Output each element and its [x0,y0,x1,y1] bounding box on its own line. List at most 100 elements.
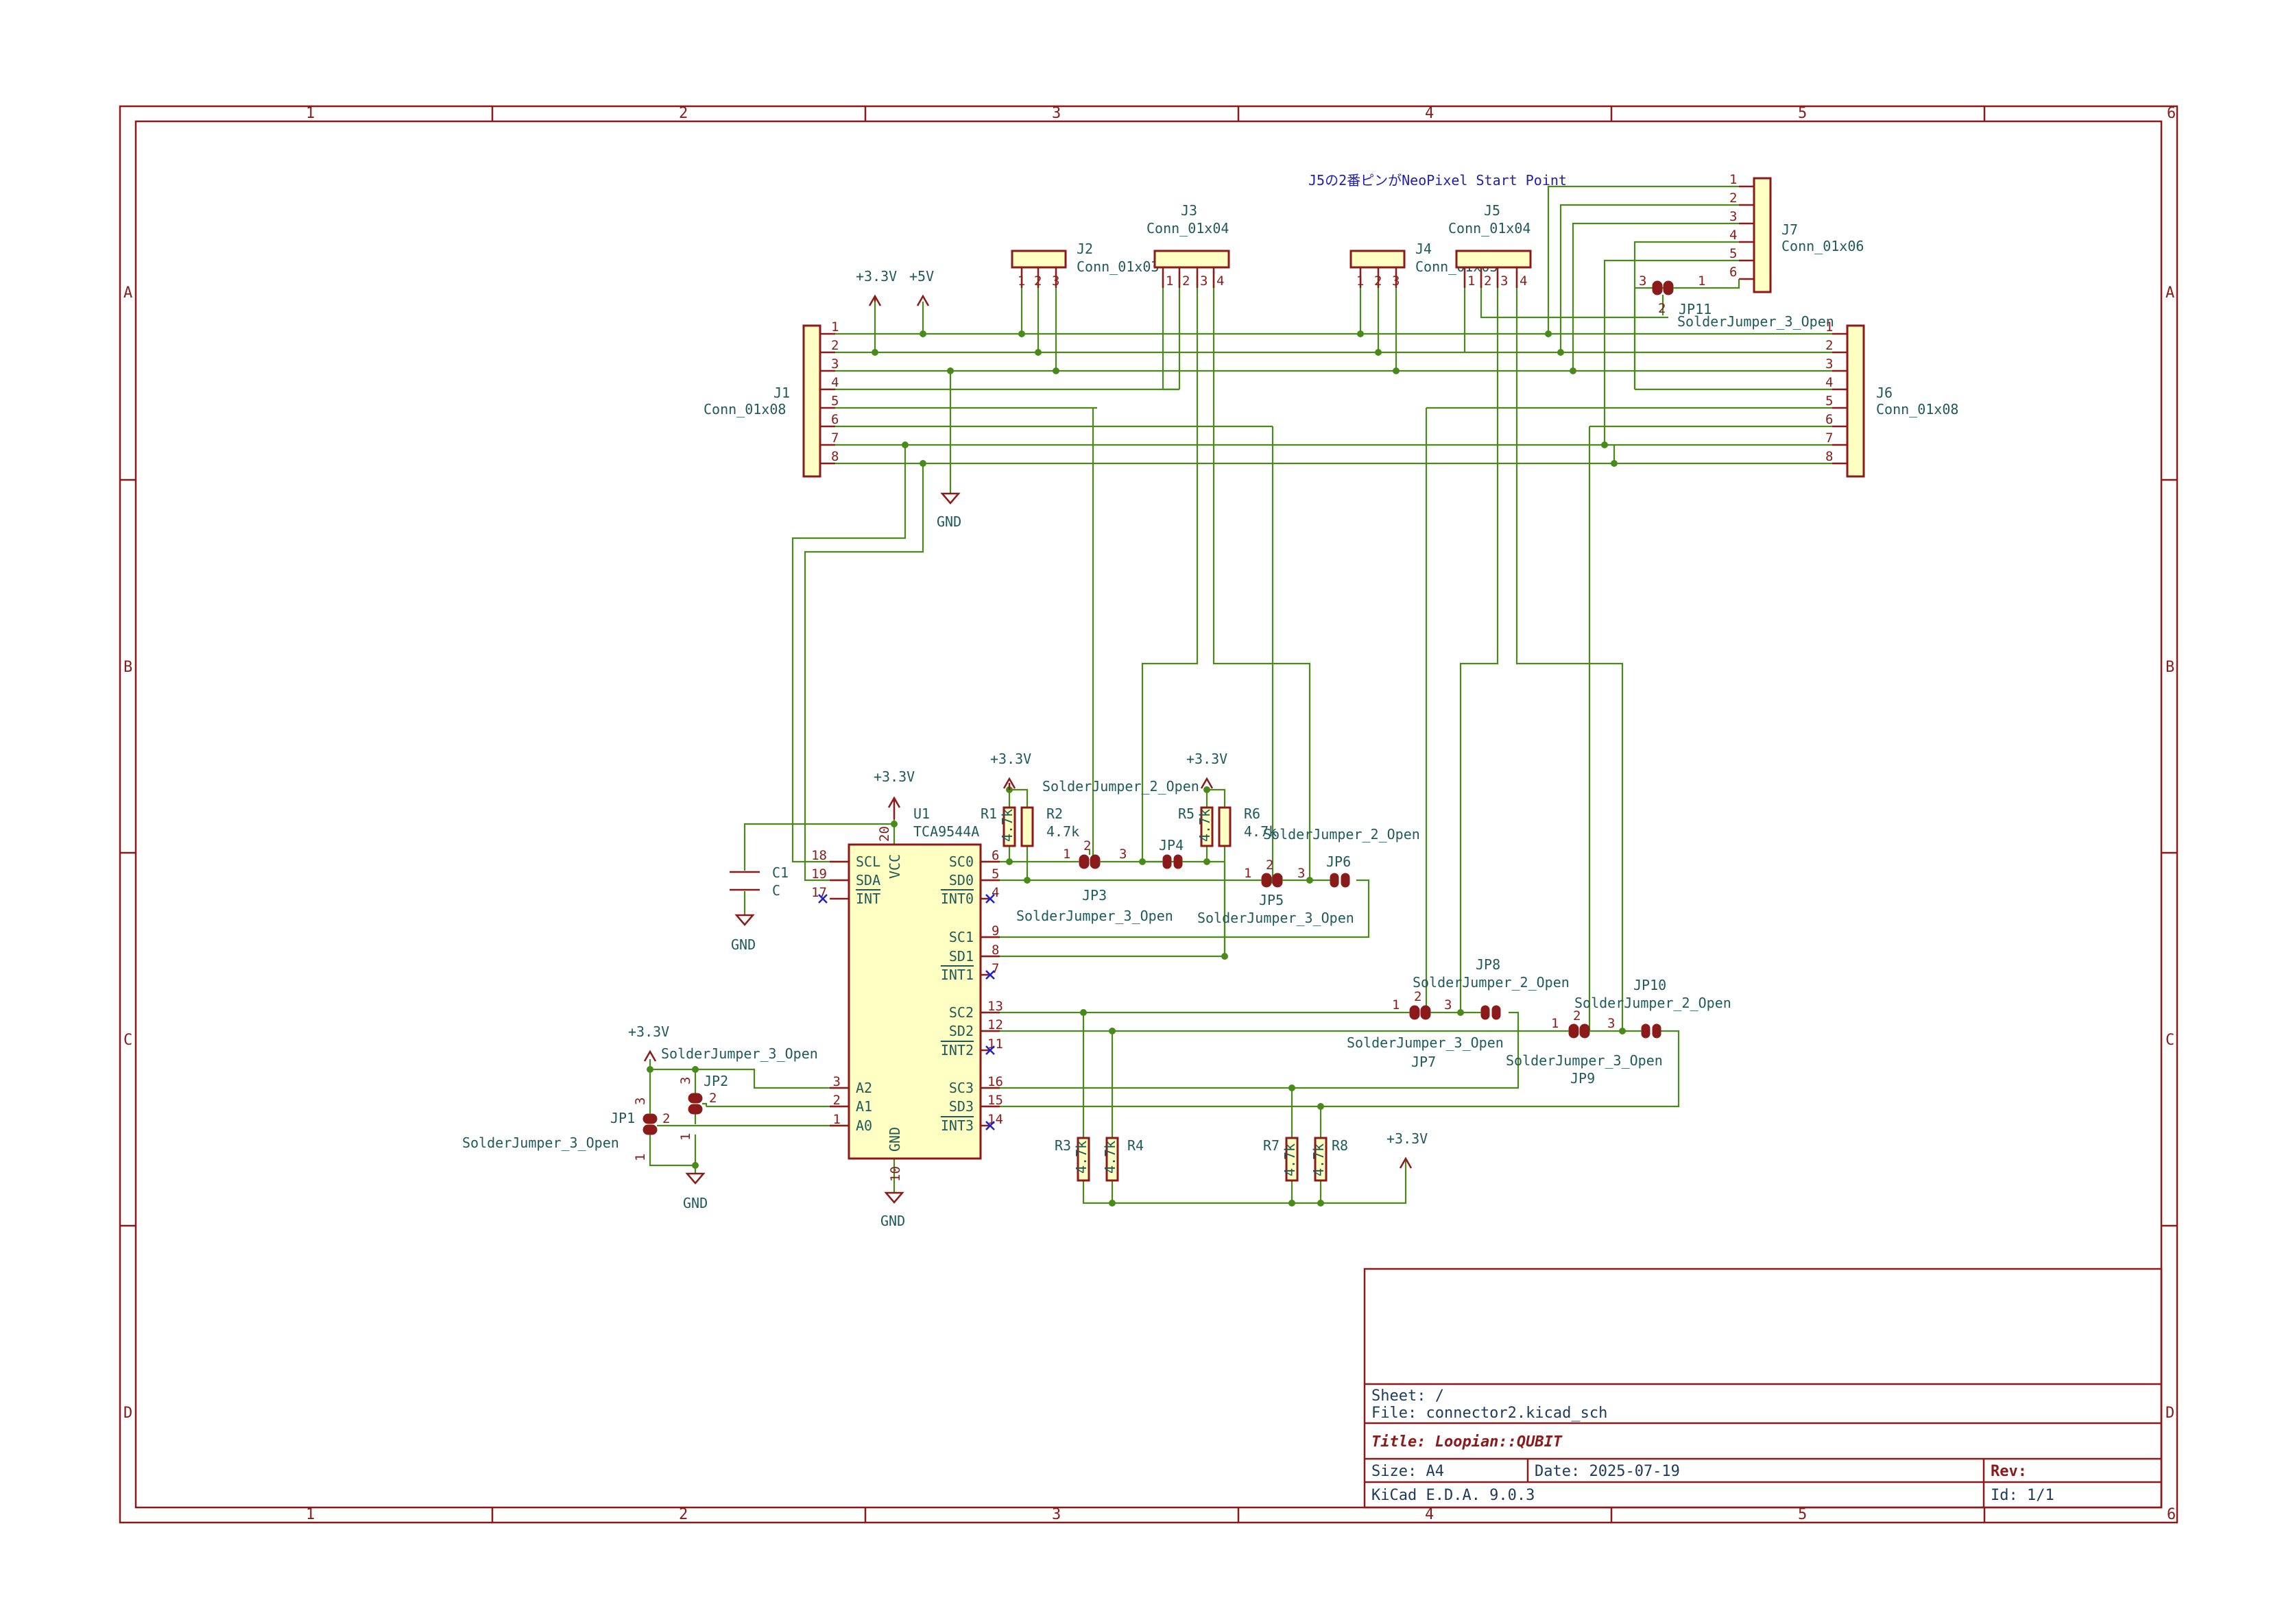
svg-text:3: 3 [1297,866,1305,881]
row-label: B [2165,659,2174,676]
svg-text:SolderJumper_2_Open: SolderJumper_2_Open [1263,826,1420,843]
svg-text:R7: R7 [1263,1137,1280,1154]
svg-text:4.7k: 4.7k [999,809,1016,842]
resistor-r7: R7 4.7k [1263,1137,1299,1182]
connector-j4: 1 2 3 J4 Conn_01x03 [1349,241,1498,289]
svg-text:11: 11 [987,1037,1003,1052]
svg-text:A0: A0 [856,1117,872,1134]
j7-ref: J7 [1781,221,1798,238]
svg-text:SC2: SC2 [949,1004,974,1021]
svg-text:+3.3V: +3.3V [1386,1130,1428,1147]
svg-text:3: 3 [831,356,839,372]
svg-text:3: 3 [1639,274,1646,289]
svg-text:2: 2 [1573,1008,1581,1023]
connector-j7: 1 2 3 4 5 6 J7 Conn_01x06 [1729,172,1864,293]
svg-text:3: 3 [678,1077,693,1084]
svg-text:1: 1 [1698,274,1705,289]
c1-ref: C1 [772,864,789,881]
svg-text:+3.3V: +3.3V [856,268,897,284]
j1-ref: J1 [773,385,790,401]
svg-text:INT1: INT1 [941,967,974,983]
col-label: 4 [1425,1506,1434,1523]
connector-drops [874,185,1739,494]
gnd-u1: GND [880,1191,905,1229]
svg-text:INT0: INT0 [941,890,974,907]
svg-text:4.7k: 4.7k [1073,1141,1090,1174]
svg-text:1: 1 [1467,274,1475,289]
svg-text:2: 2 [831,338,839,353]
resistor-r4: R4 4.7k [1102,1137,1144,1182]
jumper-jp10: JP10 SolderJumper_2_Open [1574,977,1731,1039]
svg-text:SolderJumper_3_Open: SolderJumper_3_Open [1506,1052,1663,1069]
svg-text:8: 8 [1825,449,1833,464]
svg-text:1: 1 [831,319,839,335]
svg-text:7: 7 [992,961,999,976]
svg-text:8: 8 [831,449,839,464]
svg-text:JP11: JP11 [1679,301,1712,317]
junction-dots [647,330,1626,1207]
svg-text:4: 4 [992,885,999,900]
svg-text:6: 6 [831,412,839,427]
col-label: 1 [306,1506,315,1523]
sheet-frame: 1 2 3 4 5 6 1 2 3 4 5 6 A B C D A B C D [119,105,2178,1524]
j3-ref: J3 [1181,202,1197,219]
col-label: 3 [1052,1506,1061,1523]
neopixel-note: J5の2番ピンがNeoPixel Start Point [1308,172,1567,189]
row-label: C [2165,1032,2174,1049]
svg-text:6: 6 [1729,265,1737,280]
svg-text:JP1: JP1 [610,1110,635,1126]
svg-text:3: 3 [833,1074,841,1089]
svg-text:4.7k: 4.7k [1046,823,1079,840]
svg-text:1: 1 [1392,997,1400,1013]
svg-text:2: 2 [1083,838,1091,853]
svg-text:JP7: JP7 [1411,1054,1436,1070]
col-label: 6 [2167,105,2176,122]
title-block-file: File: connector2.kicad_sch [1371,1405,1607,1422]
svg-text:3: 3 [1052,274,1059,289]
svg-text:INT2: INT2 [941,1042,974,1058]
row-label: A [123,284,132,302]
title-block-rev: Rev: [1991,1463,2027,1480]
resistor-r8: R8 4.7k [1310,1137,1348,1182]
j3-value: Conn_01x04 [1146,220,1229,237]
power-symbols: +3.3V +5V GND +3.3V +3.3V +3.3V GND GND [628,268,1428,1229]
connector-j1: 1 2 3 4 5 6 7 8 J1 Conn_01x08 [704,319,839,478]
j2-ref: J2 [1077,241,1093,257]
svg-text:1: 1 [1729,172,1737,187]
svg-text:R5: R5 [1178,805,1194,822]
u1-value: TCA9544A [913,823,979,840]
resistor-r1: R1 4.7k [981,805,1016,847]
row-label: D [2165,1405,2174,1422]
svg-text:3: 3 [1392,274,1400,289]
jumper-jp5: 1 2 3 JP5 SolderJumper_3_Open [1197,858,1354,926]
svg-text:3: 3 [1444,997,1452,1013]
svg-text:R1: R1 [981,805,997,822]
svg-text:+5V: +5V [909,268,934,284]
svg-text:INT: INT [856,890,880,907]
svg-text:19: 19 [811,866,827,882]
j4-ref: J4 [1415,241,1432,257]
svg-text:R4: R4 [1127,1137,1144,1154]
jumper-jp1: 3 2 1 JP1 SolderJumper_3_Open [462,1098,672,1161]
ic-u1: 18 19 17 3 2 1 SCL SDA INT A2 A1 A0 6 5 … [811,805,1003,1182]
svg-text:JP6: JP6 [1326,853,1351,870]
svg-text:2: 2 [1658,301,1666,316]
svg-text:GND: GND [683,1195,708,1211]
svg-text:GND: GND [731,936,756,953]
resistor-r6: R6 4.7k [1218,805,1277,847]
col-label: 2 [679,1506,688,1523]
power-3v3-r1: +3.3V [990,751,1031,790]
svg-text:1: 1 [833,1112,841,1127]
svg-text:20: 20 [877,826,892,842]
svg-text:JP2: JP2 [704,1073,728,1089]
svg-text:2: 2 [833,1093,841,1108]
svg-text:R8: R8 [1332,1137,1348,1154]
svg-text:13: 13 [987,999,1003,1014]
row-label: C [123,1032,132,1049]
col-label: 3 [1052,105,1061,122]
col-label: 1 [306,105,315,122]
svg-text:SolderJumper_3_Open: SolderJumper_3_Open [1016,908,1173,924]
svg-text:2: 2 [1374,274,1382,289]
svg-text:A2: A2 [856,1080,872,1096]
